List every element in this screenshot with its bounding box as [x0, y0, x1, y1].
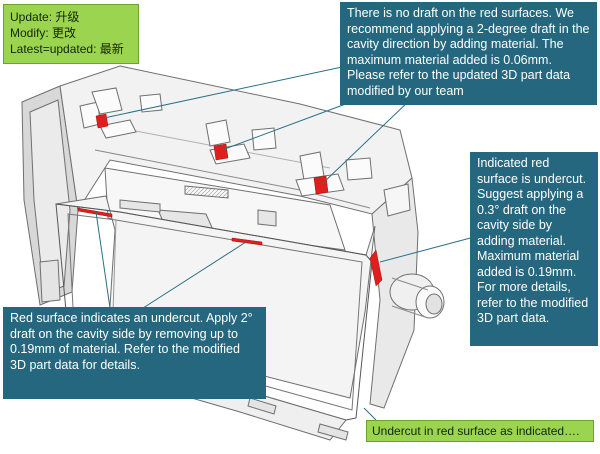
leader-top-3	[321, 99, 411, 185]
leader-left-1	[95, 211, 111, 309]
red-surface-mid-edge	[231, 237, 263, 246]
red-surface-clip-1	[95, 113, 109, 129]
leader-top-1	[103, 63, 357, 119]
legend-update: Update: 升级	[10, 10, 80, 24]
red-surfaces	[77, 113, 383, 287]
red-surface-left-edge	[77, 207, 113, 218]
callout-right: Indicated red surface is undercut. Sugge…	[470, 152, 598, 346]
front-frame-outer	[55, 203, 373, 421]
red-surface-clip-3	[313, 175, 329, 195]
callout-left: Red surface indicates an undercut. Apply…	[3, 307, 266, 399]
round-connector	[389, 273, 445, 319]
callout-top: There is no draft on the red surfaces. W…	[340, 2, 597, 105]
leader-left-2	[139, 241, 247, 311]
red-surface-right-wall	[369, 249, 383, 287]
leader-bottom	[363, 407, 377, 421]
top-clips	[79, 87, 373, 197]
red-surface-clip-2	[213, 143, 229, 161]
leader-right	[379, 235, 479, 263]
legend-modify: Modify: 更改	[10, 26, 77, 40]
callout-bottom: Undercut in red surface as indicated….	[366, 420, 594, 442]
legend-box: Update: 升级 Modify: 更改 Latest=updated: 最新	[3, 4, 139, 64]
legend-latest: Latest=updated: 最新	[10, 42, 124, 56]
